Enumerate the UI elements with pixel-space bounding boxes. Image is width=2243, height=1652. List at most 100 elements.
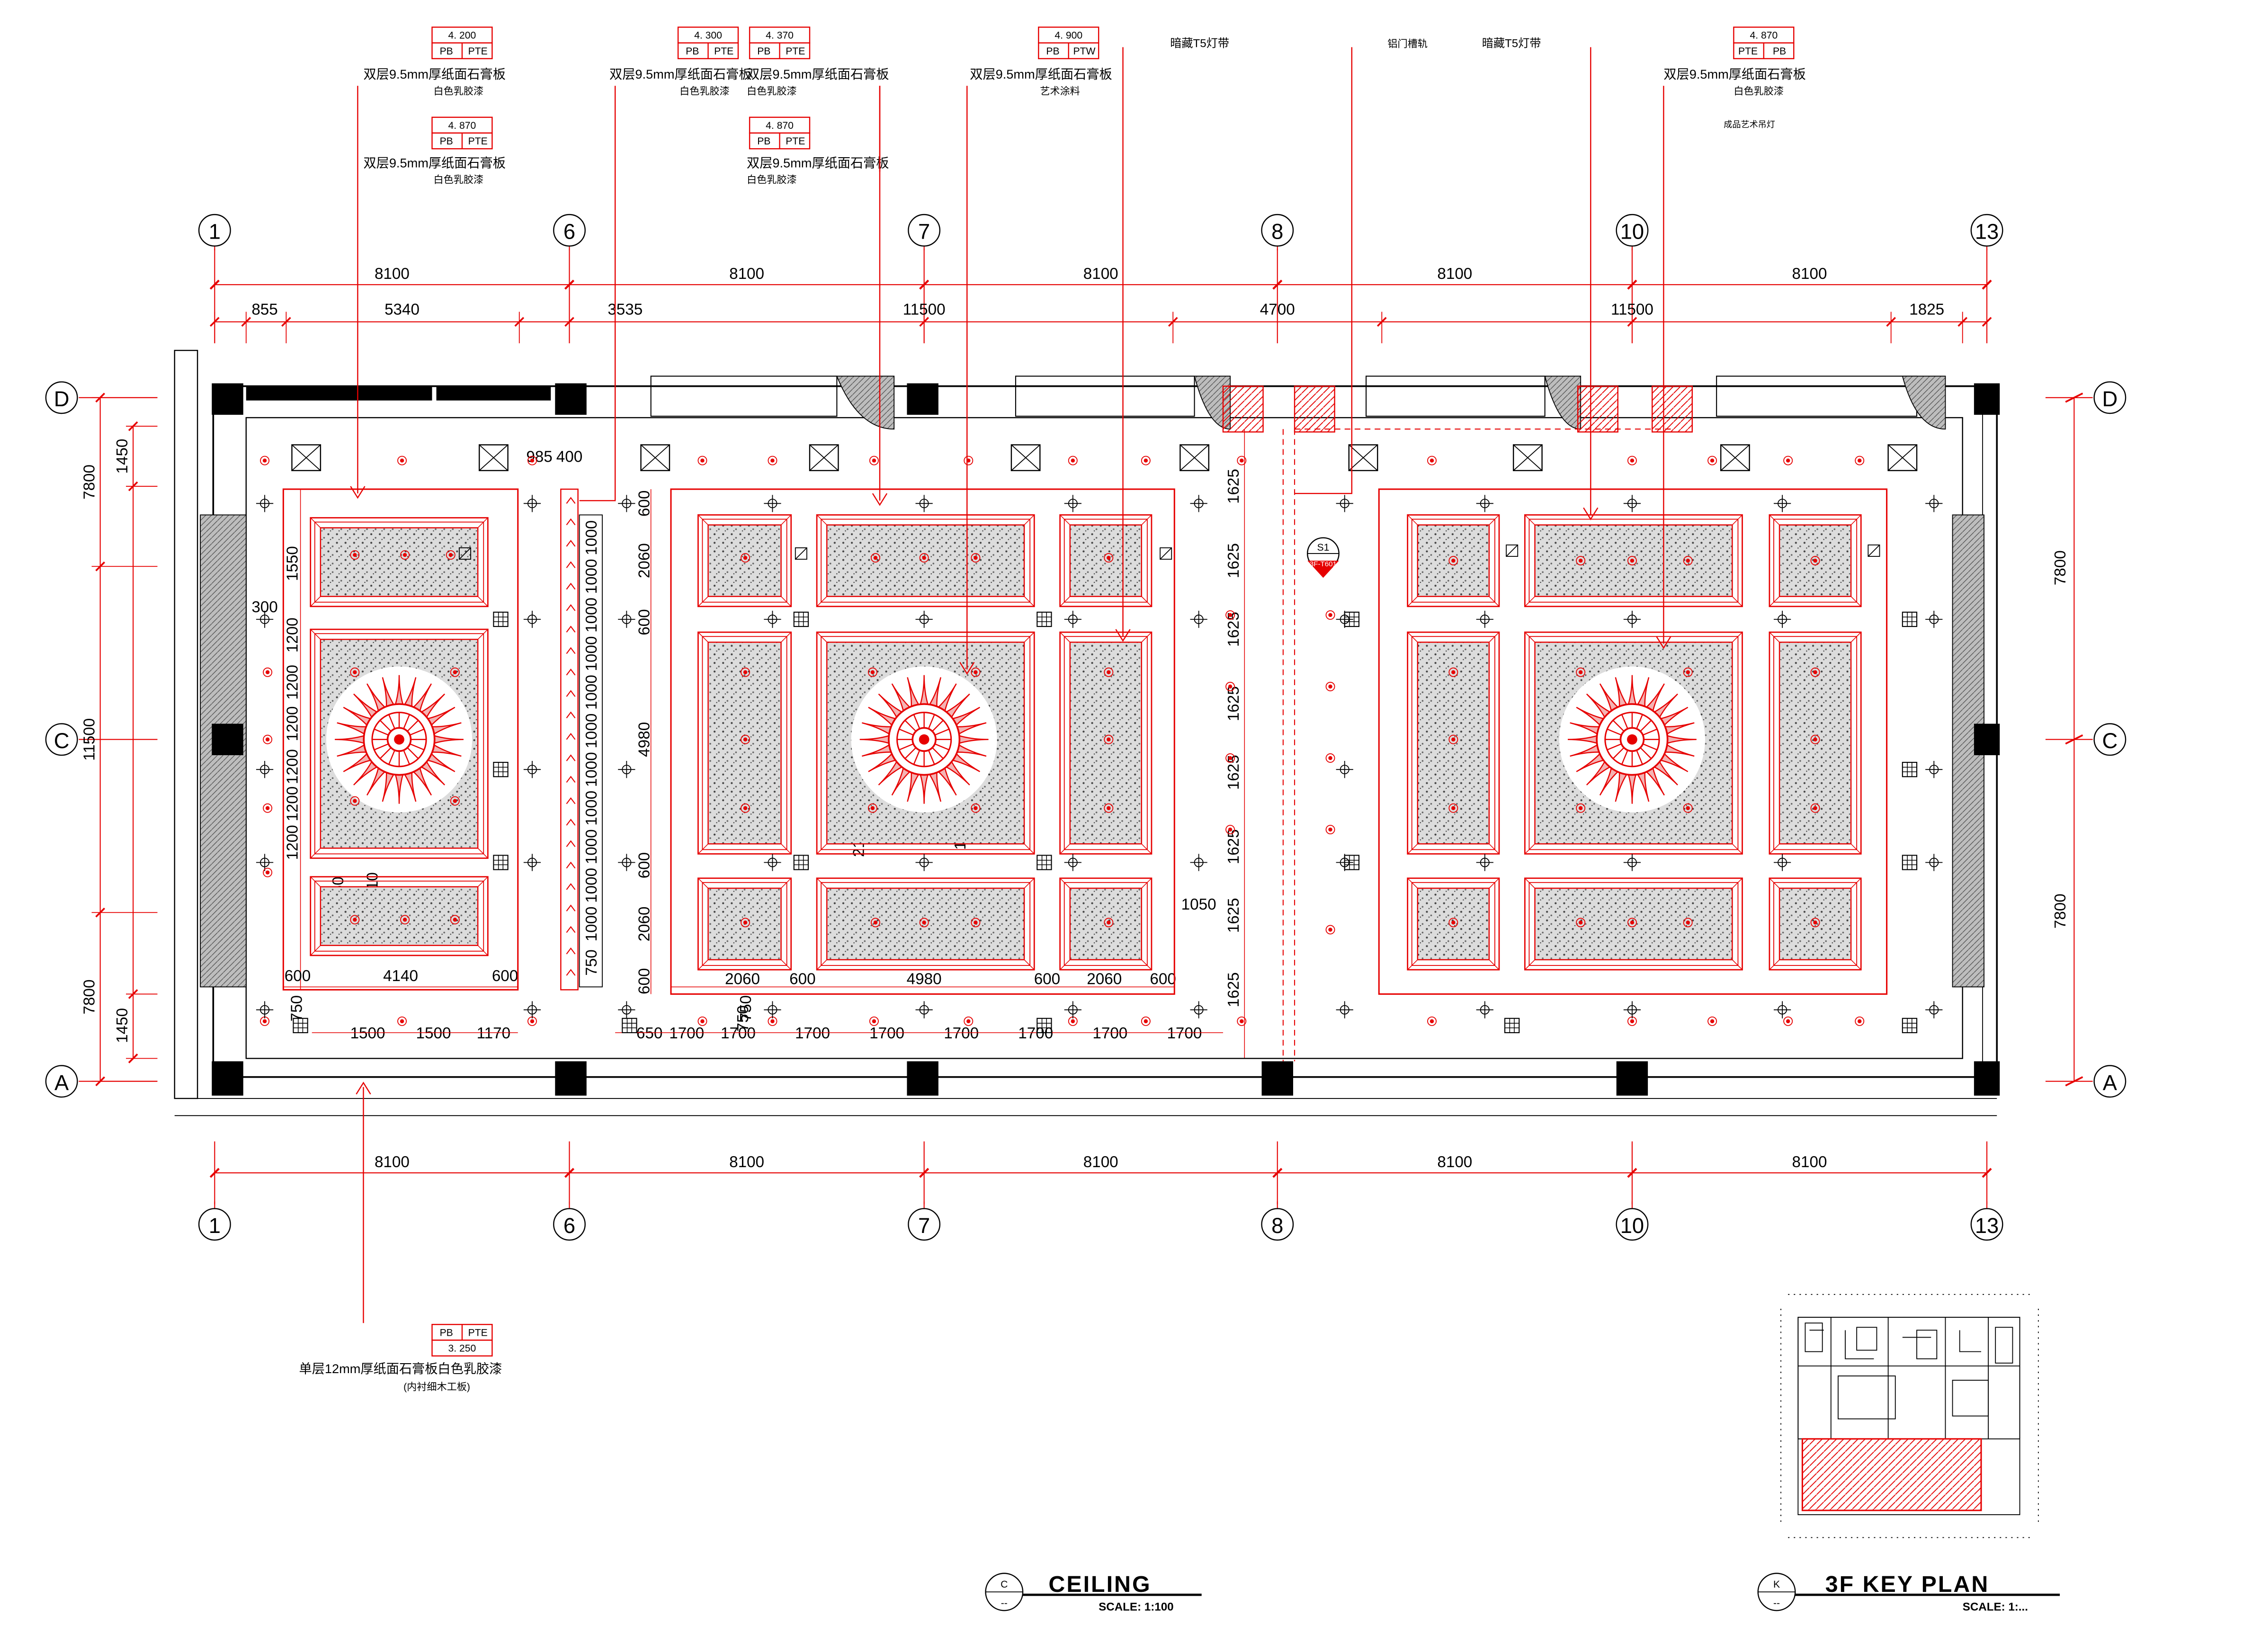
pendant-light-icon xyxy=(1475,853,1494,872)
dimension-bottom-span: 8100 xyxy=(375,1153,410,1171)
dimension-label: 1700 xyxy=(944,1025,979,1042)
grid-bubble-right-D: D xyxy=(2093,381,2127,414)
svg-text:A: A xyxy=(2103,1071,2118,1095)
grid-bubble-left-D: D xyxy=(45,381,78,414)
dimension-label: 1700 xyxy=(1167,1025,1202,1042)
return-grille-icon xyxy=(622,1018,637,1034)
svg-text:3F-T601: 3F-T601 xyxy=(1310,560,1337,568)
keyplan-title-block: K -- 3F KEY PLAN SCALE: 1:... xyxy=(1757,1572,2060,1613)
dimension-label: 400 xyxy=(556,448,582,466)
keyplan-title: 3F KEY PLAN xyxy=(1825,1572,1990,1597)
air-diffuser-icon xyxy=(1010,444,1041,472)
pendant-light-icon xyxy=(617,760,636,779)
pendant-light-icon xyxy=(256,760,274,779)
return-grille-icon xyxy=(1902,855,1918,870)
dimension-label: 1625 xyxy=(1225,829,1242,864)
svg-text:C: C xyxy=(54,729,70,753)
svg-text:PB: PB xyxy=(1046,46,1059,57)
ceiling-medallion xyxy=(851,666,997,813)
dimension-top-span: 8100 xyxy=(375,265,410,283)
svg-text:艺术涂料: 艺术涂料 xyxy=(1040,85,1080,97)
svg-text:13: 13 xyxy=(1975,1214,1999,1238)
downlight-icon xyxy=(262,803,273,813)
dimension-label: 1625 xyxy=(1225,469,1242,504)
pendant-light-icon xyxy=(915,1000,933,1019)
dimension-left-outer: 11500 xyxy=(81,718,98,761)
light-strip xyxy=(560,488,579,991)
dimension-top-span: 8100 xyxy=(1083,265,1118,283)
downlight-icon xyxy=(1783,1016,1793,1027)
downlight-icon xyxy=(259,455,270,466)
smoke-detector-icon xyxy=(795,547,807,560)
air-diffuser-icon xyxy=(478,444,509,472)
svg-text:双层9.5mm厚纸面石膏板: 双层9.5mm厚纸面石膏板 xyxy=(747,67,889,81)
ceiling-medallion xyxy=(326,666,473,813)
return-grille-icon xyxy=(1902,762,1918,777)
svg-text:单层12mm厚纸面石膏板白色乳胶漆: 单层12mm厚纸面石膏板白色乳胶漆 xyxy=(299,1361,502,1376)
dimension-label: 1500 xyxy=(416,1025,451,1042)
dimension-bottom-span: 8100 xyxy=(729,1153,764,1171)
svg-text:PTW: PTW xyxy=(1073,46,1095,57)
svg-text:双层9.5mm厚纸面石膏板: 双层9.5mm厚纸面石膏板 xyxy=(747,155,889,170)
pendant-light-icon xyxy=(1925,610,1943,629)
pendant-light-icon xyxy=(763,853,782,872)
return-grille-icon xyxy=(1902,611,1918,627)
pendant-light-icon xyxy=(1773,853,1792,872)
return-grille-icon xyxy=(1902,1018,1918,1034)
drawing-scale: SCALE: 1:100 xyxy=(1099,1600,1173,1613)
air-diffuser-icon xyxy=(640,444,670,472)
dimension-label: 1170 xyxy=(477,1025,510,1042)
pendant-light-icon xyxy=(256,1000,274,1019)
dimension-label: 600 xyxy=(285,967,311,985)
ceiling-coffer xyxy=(816,877,1035,971)
dimension-label: 1625 xyxy=(1225,686,1242,721)
dimension-label: 1200 xyxy=(284,786,302,822)
grid-bubbles: 1 6 7 8 10 13 1 6 7 8 10 13 D C A D C A xyxy=(45,214,2127,1241)
pendant-light-icon xyxy=(1925,853,1943,872)
dimension-label: 1200 xyxy=(284,749,302,784)
svg-text:双层9.5mm厚纸面石膏板: 双层9.5mm厚纸面石膏板 xyxy=(363,67,505,81)
grid-bubble-top-6: 6 xyxy=(553,214,586,247)
pendant-light-icon xyxy=(523,760,541,779)
downlight-icon xyxy=(1707,455,1717,466)
pendant-light-icon xyxy=(763,494,782,513)
return-grille-icon xyxy=(493,611,509,627)
pendant-light-icon xyxy=(1189,494,1208,513)
dimension-label: 1700 xyxy=(669,1025,704,1042)
svg-text:白色乳胶漆: 白色乳胶漆 xyxy=(747,174,797,186)
pendant-light-icon xyxy=(1475,610,1494,629)
dimension-label: 1000 xyxy=(583,906,600,941)
svg-text:8: 8 xyxy=(1271,219,1283,243)
ceiling-tags: 4. 200 PB PTE 双层9.5mm厚纸面石膏板 白色乳胶漆 4. 870… xyxy=(299,27,1806,1393)
dimension-label: 650 xyxy=(636,1025,662,1042)
air-diffuser-icon xyxy=(1887,444,1918,472)
svg-text:4. 370: 4. 370 xyxy=(766,30,794,41)
pendant-light-icon xyxy=(763,1000,782,1019)
pendant-light-icon xyxy=(763,610,782,629)
air-diffuser-icon xyxy=(1720,444,1750,472)
svg-text:PTE: PTE xyxy=(468,136,488,147)
return-grille-icon xyxy=(793,611,809,627)
pendant-light-icon xyxy=(1063,610,1082,629)
downlight-icon xyxy=(1783,455,1793,466)
pendant-light-icon xyxy=(1773,1000,1792,1019)
air-diffuser-icon xyxy=(1180,444,1209,472)
grid-bubble-right-C: C xyxy=(2093,723,2127,756)
dimension-label: 2060 xyxy=(636,543,653,578)
dimension-left-inner: 1450 xyxy=(114,1008,131,1043)
leader-lines xyxy=(350,47,1671,1323)
dimension-bottom-span: 8100 xyxy=(1083,1153,1118,1171)
dimension-label: 4980 xyxy=(636,722,653,757)
dimension-top-sub: 1825 xyxy=(1909,301,1944,319)
svg-text:PTE: PTE xyxy=(786,136,805,147)
pendant-light-icon xyxy=(1925,1000,1943,1019)
keyplan-scale: SCALE: 1:... xyxy=(1963,1600,2028,1613)
dimension-label: 1000 xyxy=(583,675,600,710)
dimension-label: 600 xyxy=(1150,970,1176,988)
dimension-label: 4140 xyxy=(383,967,418,985)
dimension-label: 1200 xyxy=(284,825,302,860)
pendant-light-icon xyxy=(1335,494,1354,513)
pendant-light-icon xyxy=(523,853,541,872)
dimension-label: 1000 xyxy=(583,559,600,594)
downlight-icon xyxy=(697,455,707,466)
